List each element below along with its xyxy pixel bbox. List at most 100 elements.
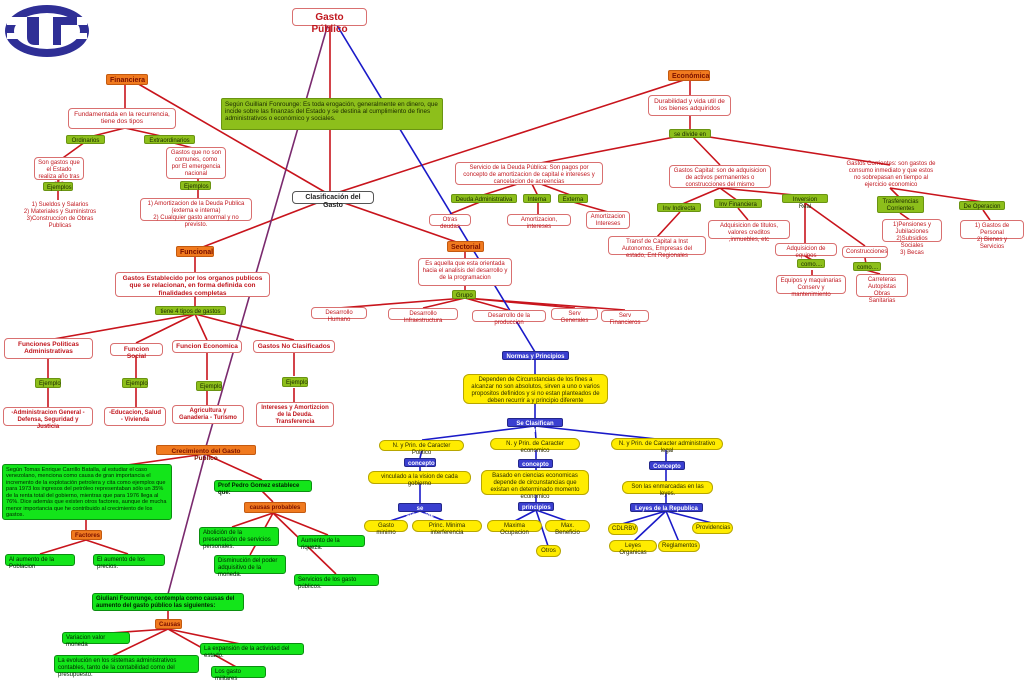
leyes-republica-node: Leyes de la Republica — [630, 503, 703, 512]
se-divide-node: se divide en — [669, 129, 711, 138]
evolucion-node: La evolución en los sistemas administrat… — [54, 655, 199, 678]
gasto-minimo-node: Gasto minimo — [364, 520, 408, 536]
aumento-precios-node: El aumento de los precios. — [93, 554, 165, 570]
como-construcciones-node: como.... — [853, 262, 881, 271]
enmarcadas-node: Son las enmarcadas en las leyes. — [622, 481, 713, 497]
minima-interferencia-node: Princ. Minima interferencia — [412, 520, 482, 536]
aumento-poblacion-node: Al aumento de la Poblacion — [5, 554, 75, 570]
otras-deudas-node: Otras deudas — [429, 214, 471, 230]
example-politica: -Administracion General - Defensa, Segur… — [3, 407, 93, 430]
guiliani-box: Giuliani Founrunge, contempla como causa… — [92, 593, 244, 611]
transf-capital-node: Transf de Capital a Inst Autonomos, Empr… — [608, 236, 706, 259]
causas-node: Causas — [155, 619, 182, 629]
vinculado-node: vinculado a la vision de cada gobierno — [368, 471, 471, 487]
gastos-personal-node: 1) Gastos de Personal 2) Bienes y Servic… — [960, 220, 1024, 250]
extraordinarios-examples: 1) Amortizacion de la Deuda Publica (ext… — [140, 198, 252, 228]
aumento-riqueza-node: Aumento de la riqueza. — [297, 535, 365, 551]
caracter-politico-node: N. y Prin. de Caracter Politico — [379, 440, 464, 456]
normas-principios-node: Normas y Principios — [502, 351, 569, 360]
ejemplo-4-node: Ejemplo — [282, 377, 308, 387]
carreteras-node: Carreteras Autopistas Obras Sanitarias — [856, 274, 908, 304]
principios-node: principios — [518, 502, 554, 511]
funcion-politica-node: Funciones Politicas Administrativas — [4, 338, 93, 359]
extraordinarios-desc: Gastos que no son comunes, como por El e… — [166, 147, 226, 179]
example-no-clasificados: Intereses y Amortizcion de la Deuda. Tra… — [256, 402, 334, 427]
se-clasifican-node: Se Clasifican en: — [507, 418, 563, 434]
gastos-capital-node: Gastos Capital: son de adquisicion de ac… — [669, 165, 771, 188]
grupo-node: Grupo — [452, 290, 476, 299]
example-economica: Agricultura y Ganaderia - Turismo — [172, 405, 244, 424]
ejemplos-ext-node: Ejemplos — [180, 181, 211, 190]
classification-node: Clasificación del Gasto — [292, 191, 374, 209]
financiera-desc: Fundamentada en la recurrencia, tiene do… — [68, 108, 176, 129]
adq-titulos-node: Adquisicion de titulos, valores creditos… — [708, 220, 790, 243]
deuda-administrativa-node: Deuda Administrativa — [451, 194, 517, 203]
economica-node: Económica — [668, 70, 710, 81]
max-beneficio-node: Max. Beneficio — [545, 520, 590, 536]
se-subdivide-node: se subdivide — [398, 503, 442, 519]
caracter-economico-node: N. y Prin. de Caracter economico — [490, 438, 580, 454]
pensiones-node: 1)Pensiones y Jubilaciones 2)Subsidios S… — [882, 219, 942, 256]
de-operacion-node: De Operacion — [959, 201, 1005, 210]
adq-equipos-node: Adquisicion de equipos — [775, 243, 837, 259]
cdlrbv-node: CDLRBV — [608, 523, 638, 535]
providencias-node: Providencias — [692, 522, 733, 534]
causas-probables-node: causas probables — [244, 502, 306, 513]
ejemplos-ord-node: Ejemplos — [43, 182, 73, 191]
factores-node: Factores — [71, 530, 102, 540]
university-logo — [3, 3, 91, 59]
funcion-economica-node: Funcion Economica — [172, 340, 242, 353]
sectorial-node: Sectorial — [447, 241, 484, 252]
tiene-4-tipos-node: tiene 4 tipos de gastos — [155, 306, 226, 315]
inversion-real-node: Inversion Real — [782, 194, 828, 210]
sector-item-4: Serv Generales — [551, 308, 598, 324]
disminucion-node: Disminución del poder adquisitivo de la … — [214, 555, 286, 578]
servicio-deuda-node: Servicio de la Deuda Pública: Son pagos … — [455, 162, 603, 185]
construcciones-node: Construcciones — [842, 246, 888, 258]
sector-item-2: Desarrollo Infraestructura — [388, 308, 458, 324]
equipos-maquinarias-node: Equipos y maquinarias Conserv y mantenim… — [776, 275, 846, 298]
ejemplo-3-node: Ejemplo — [196, 381, 222, 391]
funcional-node: Funcional — [176, 246, 214, 257]
definition-box: Según Guilliani Fonrounge: Es toda eroga… — [221, 98, 443, 130]
financiera-node: Financiera — [106, 74, 148, 85]
funcion-social-node: Funcion Social — [110, 343, 163, 360]
gastos-no-clasificados-node: Gastos No Clasificados — [253, 340, 335, 353]
variacion-moneda-node: Variacion valor moneda — [62, 632, 130, 648]
amortizacion-intereses-node: Amortizacion, intereses — [507, 214, 571, 230]
inv-indirecta-node: Inv Indirecta — [657, 203, 701, 212]
transferencias-corrientes-node: Trasferencias Corrientes — [877, 196, 924, 213]
como-equipos-node: como.... — [797, 259, 825, 268]
ordinarios-examples: 1) Sueldos y Salarios 2) Materiales y Su… — [23, 202, 97, 229]
ejemplo-1-node: Ejemplo — [35, 378, 61, 388]
economica-desc: Durabilidad y vida util de los bienes ad… — [648, 95, 731, 116]
ordinarios-node: Ordinarios — [66, 135, 105, 144]
inv-financiera-node: Inv Financiera — [714, 199, 762, 208]
ordinarios-desc: Son gastos que el Estado realiza año tra… — [34, 157, 84, 187]
externa-node: Externa — [558, 194, 588, 203]
abolicion-node: Abolición de la presentación de servicio… — [199, 527, 279, 550]
ejemplo-2-node: Ejemplo — [122, 378, 148, 388]
gasto-militares-node: Los gasto militares — [211, 666, 266, 682]
basado-node: Basado en ciencias economicas depende de… — [481, 470, 589, 500]
gomez-node: Prof Pedro Gomez establece que: — [214, 480, 312, 496]
sector-item-5: Serv Financieros — [601, 310, 649, 326]
concepto-1-node: concepto — [404, 458, 436, 467]
normas-desc: Dependen de Circunstancias de los fines … — [463, 374, 608, 404]
sector-item-3: Desarrollo de la produccion — [472, 310, 546, 326]
maxima-ocupacion-node: Maxima Ocupacion — [487, 520, 542, 536]
concepto-3-node: Concepto — [649, 461, 685, 470]
expansion-node: La expansión de la actividad del estado. — [200, 643, 304, 659]
gastos-corrientes-node: Gastos Corrientes: son gastos de consumo… — [846, 161, 936, 188]
crecimiento-node: Crecimiento del Gasto Publico — [156, 445, 256, 462]
extraordinarios-node: Extraordinarios — [144, 135, 195, 144]
otros-node: Otros — [536, 545, 561, 557]
sectorial-desc: Es aquella que esta orientada hacia el a… — [418, 258, 512, 286]
servicios-gasto-node: Servicios de los gasto públicos. — [294, 574, 379, 590]
caracter-legal-node: N. y Prin. de Caracter administrativo le… — [611, 438, 723, 454]
page-title: Gasto Público — [292, 8, 367, 35]
leyes-organicas-node: Leyes Organicas — [609, 540, 657, 556]
concepto-2-node: concepto — [518, 459, 553, 468]
carrillo-box: Según Tomas Enrique Carrillo Batalla, al… — [2, 464, 172, 520]
